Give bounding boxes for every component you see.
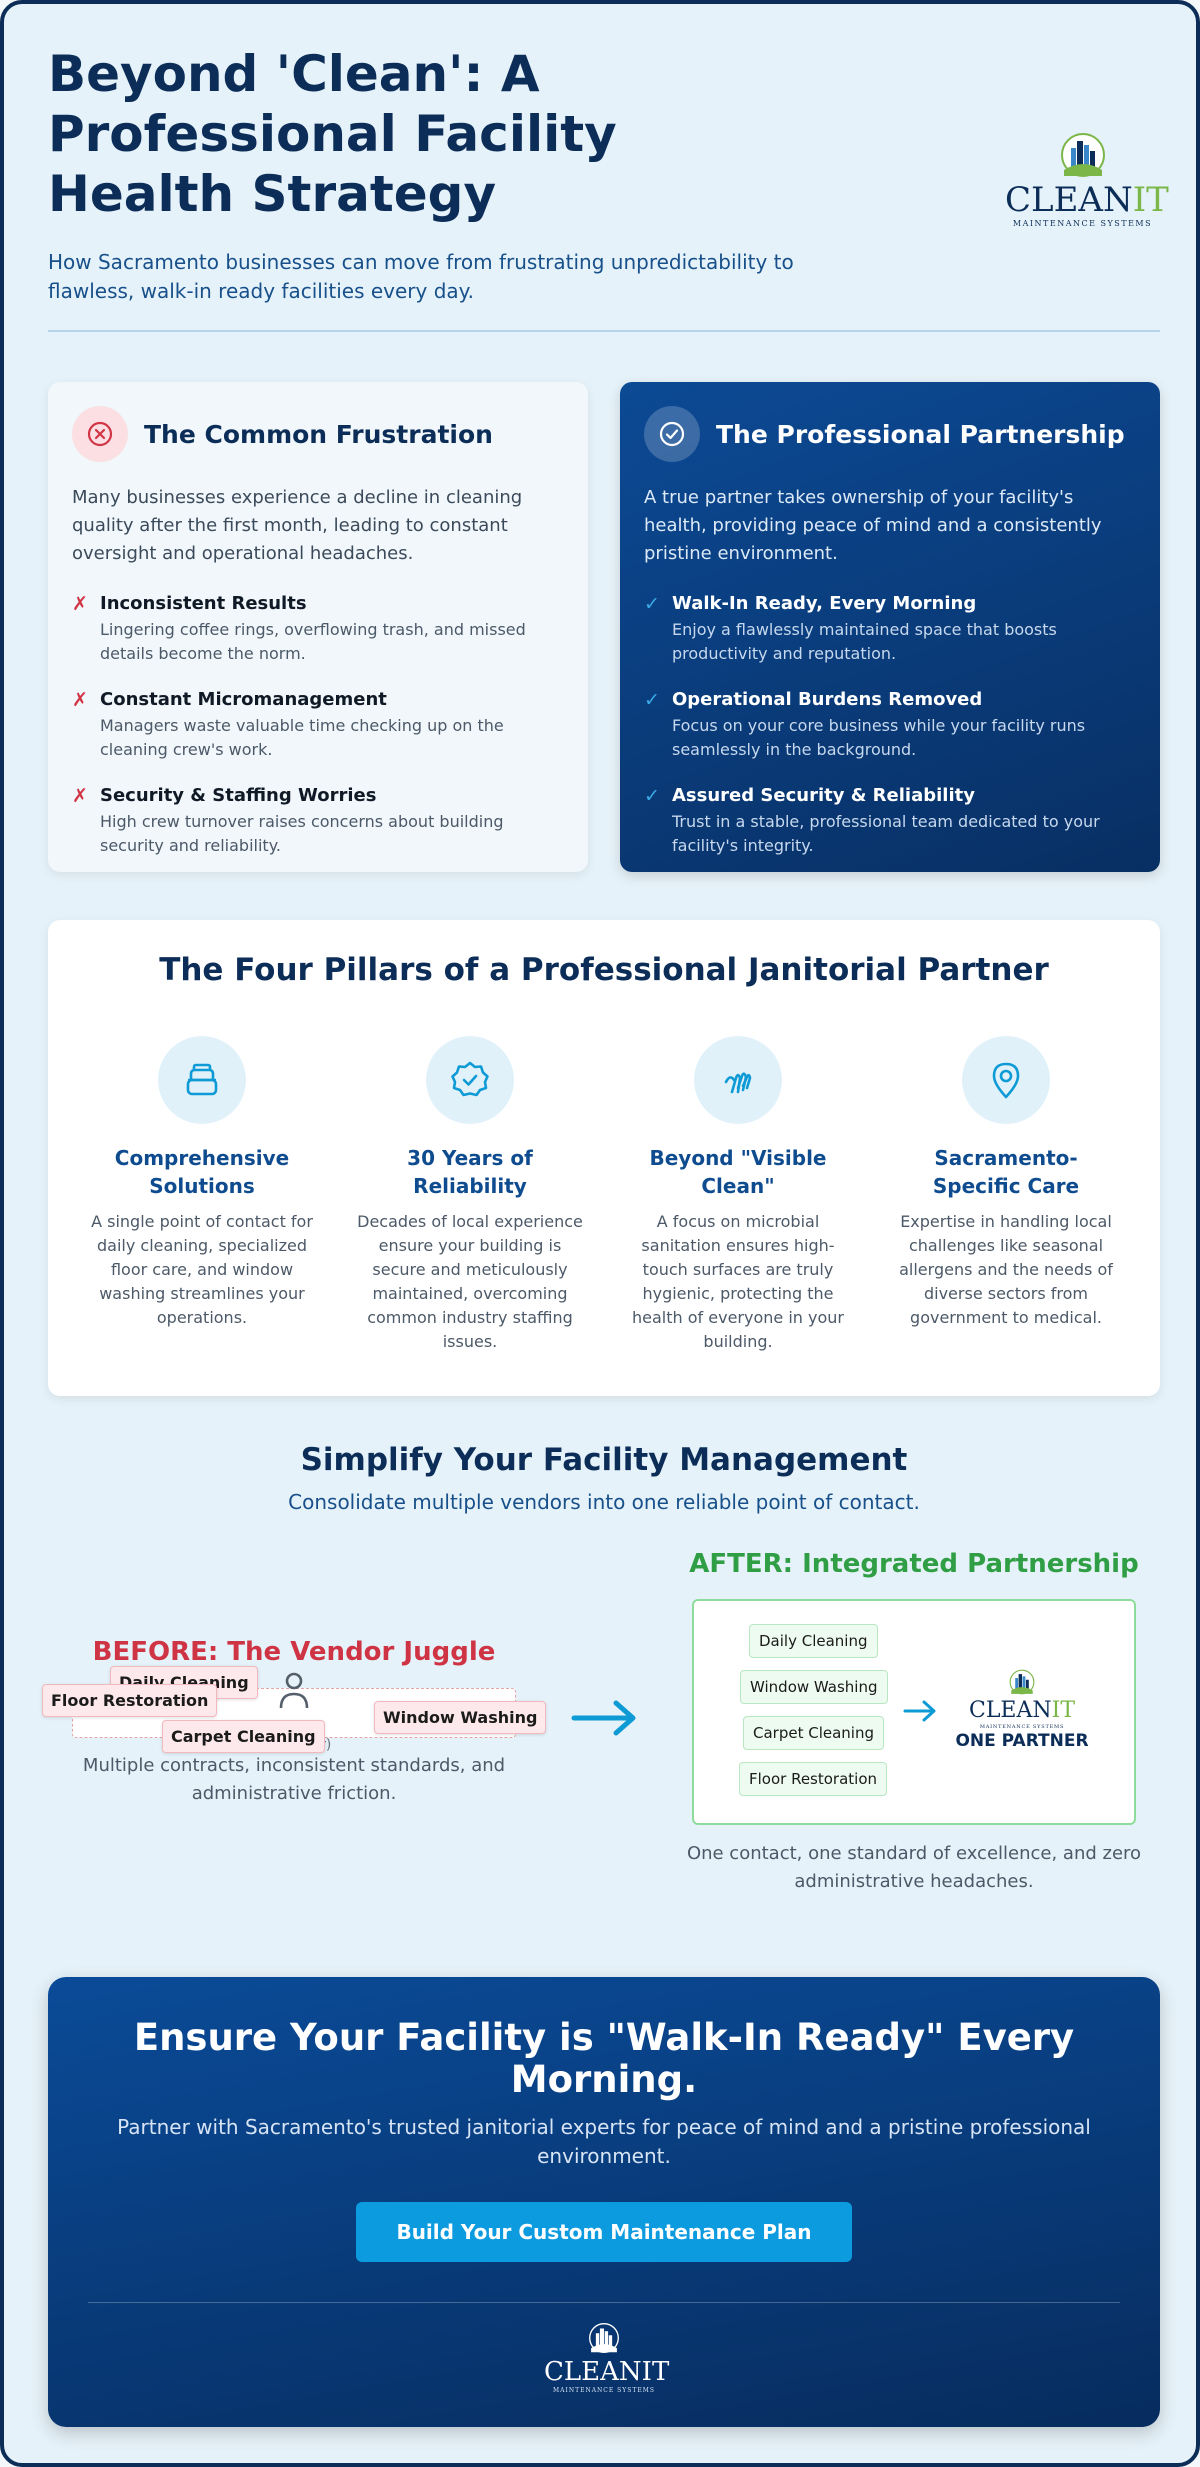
logo-wordmark: CLEANIT (1005, 180, 1169, 220)
hand-wave-icon (694, 1036, 782, 1124)
point-desc: Managers waste valuable time checking up… (100, 716, 504, 759)
check-mark-icon: ✓ (644, 785, 660, 807)
x-mark-icon: ✗ (72, 785, 88, 807)
company-logo-footer: CLEANIT MAINTENANCE SYSTEMS (544, 2322, 670, 2394)
frustration-title: The Common Frustration (144, 419, 493, 449)
arrow-right-icon (903, 1700, 936, 1722)
after-description: One contact, one standard of excellence,… (686, 1843, 1142, 1892)
vendor-tag: Window Washing (374, 1701, 547, 1734)
building-logo-icon (1009, 1669, 1035, 1695)
point-title: Constant Micromanagement (100, 689, 387, 710)
frustration-intro: Many businesses experience a decline in … (72, 487, 523, 564)
logo-tagline: MAINTENANCE SYSTEMS (1012, 219, 1153, 228)
page-title: Beyond 'Clean': A Professional Facility … (48, 45, 617, 223)
person-icon (279, 1672, 309, 1709)
service-tag: Daily Cleaning (749, 1624, 878, 1658)
build-plan-button[interactable]: Build Your Custom Maintenance Plan (356, 2202, 852, 2262)
cta-text: Partner with Sacramento's trusted janito… (117, 2115, 1091, 2168)
partnership-title: The Professional Partnership (716, 419, 1125, 449)
service-tag: Carpet Cleaning (743, 1716, 884, 1750)
point-desc: Trust in a stable, professional team ded… (672, 812, 1100, 855)
logo-wordmark: CLEANIT (544, 2357, 670, 2387)
pillar-comprehensive: Comprehensive Solutions A single point o… (88, 1036, 316, 1330)
badge-check-icon (426, 1036, 514, 1124)
point-title: Inconsistent Results (100, 593, 307, 614)
point-desc: Focus on your core business while your f… (672, 716, 1086, 759)
x-mark-icon: ✗ (72, 593, 88, 615)
point-title: Operational Burdens Removed (672, 689, 983, 710)
point-desc: High crew turnover raises concerns about… (100, 812, 504, 855)
after-label: AFTER: Integrated Partnership (689, 1549, 1139, 1579)
building-logo-icon (1060, 133, 1105, 177)
page-subtitle: How Sacramento businesses can move from … (48, 250, 794, 303)
service-tag: Window Washing (740, 1670, 888, 1704)
point-title: Walk-In Ready, Every Morning (672, 593, 977, 614)
cta-title: Ensure Your Facility is "Walk-In Ready" … (133, 2016, 1075, 2101)
x-mark-icon: ✗ (72, 689, 88, 711)
service-tag: Floor Restoration (739, 1762, 888, 1796)
arrow-right-icon (571, 1700, 636, 1736)
vendor-tag: Floor Restoration (42, 1684, 218, 1717)
pillar-title: Sacramento-Specific Care (932, 1146, 1080, 1198)
simplify-title: Simplify Your Facility Management (300, 1442, 908, 1478)
company-logo-small: CLEANIT MAINTENANCE SYSTEMS (964, 1669, 1080, 1730)
one-partner-label: ONE PARTNER (955, 1731, 1089, 1751)
before-label: BEFORE: The Vendor Juggle (92, 1637, 496, 1667)
pillar-title: 30 Years of Reliability (407, 1146, 533, 1198)
x-circle-icon (72, 406, 128, 462)
point-desc: Enjoy a flawlessly maintained space that… (672, 620, 1057, 663)
pillar-visible-clean: Beyond "Visible Clean" A focus on microb… (624, 1036, 852, 1354)
pillar-title: Beyond "Visible Clean" (649, 1146, 827, 1198)
point-desc: Lingering coffee rings, overflowing tras… (100, 620, 526, 663)
header-divider (48, 330, 1160, 332)
simplify-subtitle: Consolidate multiple vendors into one re… (288, 1490, 920, 1514)
pillars-section: The Four Pillars of a Professional Janit… (48, 920, 1160, 1396)
before-description: Multiple contracts, inconsistent standar… (82, 1755, 506, 1804)
pillar-sacramento: Sacramento-Specific Care Expertise in ha… (892, 1036, 1120, 1330)
point-title: Assured Security & Reliability (672, 785, 975, 806)
pillar-reliability: 30 Years of Reliability Decades of local… (356, 1036, 584, 1354)
partnership-intro: A true partner takes ownership of your f… (644, 487, 1102, 564)
pillar-desc: Decades of local experience ensure your … (357, 1212, 583, 1351)
building-logo-icon (589, 2323, 619, 2353)
header: Beyond 'Clean': A Professional Facility … (48, 44, 1169, 314)
check-circle-icon (644, 406, 700, 462)
pillar-title: Comprehensive Solutions (114, 1146, 290, 1198)
pillar-desc: A focus on microbial sanitation ensures … (632, 1212, 844, 1351)
logo-wordmark: CLEANIT (968, 1698, 1075, 1723)
pillar-desc: A single point of contact for daily clea… (91, 1212, 313, 1327)
check-mark-icon: ✓ (644, 689, 660, 711)
map-pin-icon (962, 1036, 1050, 1124)
logo-tagline: MAINTENANCE SYSTEMS (979, 1724, 1065, 1730)
cta-section: Ensure Your Facility is "Walk-In Ready" … (48, 1977, 1160, 2427)
cta-divider (88, 2302, 1120, 2303)
frustration-card: The Common Frustration Many businesses e… (48, 382, 588, 872)
integrated-partner-box: Daily Cleaning Window Washing Carpet Cle… (692, 1599, 1136, 1825)
pillars-title: The Four Pillars of a Professional Janit… (159, 952, 1049, 988)
company-logo: CLEANIT MAINTENANCE SYSTEMS (1005, 132, 1169, 228)
check-mark-icon: ✓ (644, 593, 660, 615)
point-title: Security & Staffing Worries (100, 785, 377, 806)
vendor-tag: Carpet Cleaning (162, 1720, 325, 1753)
logo-tagline: MAINTENANCE SYSTEMS (552, 2387, 655, 2394)
partnership-card: The Professional Partnership A true part… (620, 382, 1160, 872)
pillar-desc: Expertise in handling local challenges l… (899, 1212, 1113, 1327)
layers-icon (158, 1036, 246, 1124)
